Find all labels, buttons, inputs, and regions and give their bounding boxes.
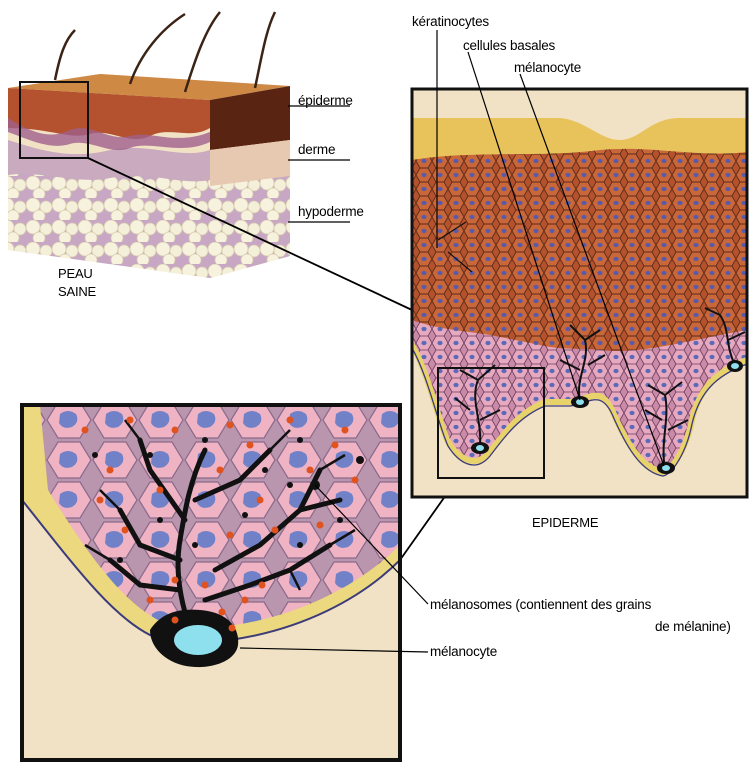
zoom-panel — [22, 405, 400, 760]
skin-block-illustration — [8, 12, 290, 278]
hypodermis-layer-label: hypoderme — [298, 204, 364, 219]
keratinocytes-label: kératinocytes — [412, 14, 489, 29]
melanocyte-bottom-label: mélanocyte — [430, 644, 497, 659]
dermis-layer-label: derme — [298, 142, 335, 157]
healthy-skin-label-line2: SAINE — [58, 284, 96, 299]
healthy-skin-label-line1: PEAU — [58, 266, 93, 281]
epidermis-layer-label: épiderme — [298, 93, 353, 108]
melanocyte-top-label: mélanocyte — [514, 60, 581, 75]
melanosomes-label-line2: de mélanine) — [655, 619, 731, 634]
epidermis-caption: EPIDERME — [532, 515, 598, 530]
basal-cells-label: cellules basales — [463, 38, 555, 53]
melanosomes-label-line1: mélanosomes (contiennent des grains — [430, 597, 651, 612]
epidermis-panel — [412, 89, 747, 497]
